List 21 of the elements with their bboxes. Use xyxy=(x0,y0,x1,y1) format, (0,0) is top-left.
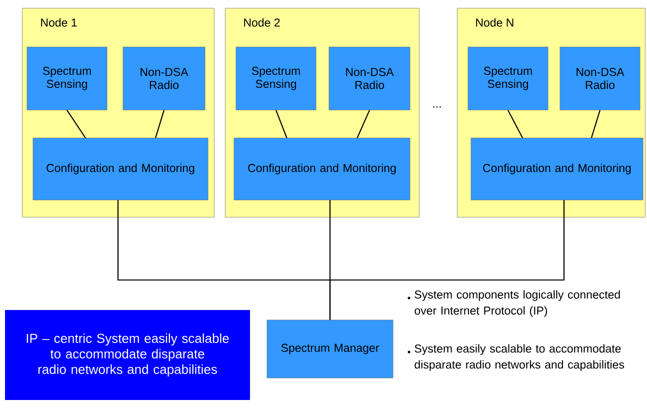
bullet-text: System easily scalable to accommodate disparate radio networks and capabilities xyxy=(414,344,624,371)
connector-line xyxy=(66,110,86,138)
process-box: Spectrum Sensing xyxy=(26,46,108,110)
process-box: Configuration and Monitoring xyxy=(234,138,410,200)
process-box: Non-DSA Radio xyxy=(560,46,640,110)
bullet-text: System components logically connected over Internet Protocol (IP) xyxy=(414,290,620,317)
process-box: Spectrum Sensing xyxy=(468,46,548,110)
process-box: Configuration and Monitoring xyxy=(32,138,208,200)
process-box: Spectrum Sensing xyxy=(236,46,316,110)
callout-box: IP – centric System easily scalable to accommodate disparate radio networks and capabilities xyxy=(5,310,250,400)
connector-line xyxy=(508,110,524,138)
connector-line xyxy=(356,110,370,138)
ellipsis: ... xyxy=(433,106,441,108)
process-box: Spectrum Manager xyxy=(266,320,394,378)
process-box: Non-DSA Radio xyxy=(122,46,206,110)
connector-line xyxy=(276,110,288,138)
connector-line xyxy=(329,200,565,320)
connector-line xyxy=(154,110,165,138)
process-box: Non-DSA Radio xyxy=(328,46,410,110)
process-box: Configuration and Monitoring xyxy=(470,138,644,200)
connector-line xyxy=(590,110,601,138)
